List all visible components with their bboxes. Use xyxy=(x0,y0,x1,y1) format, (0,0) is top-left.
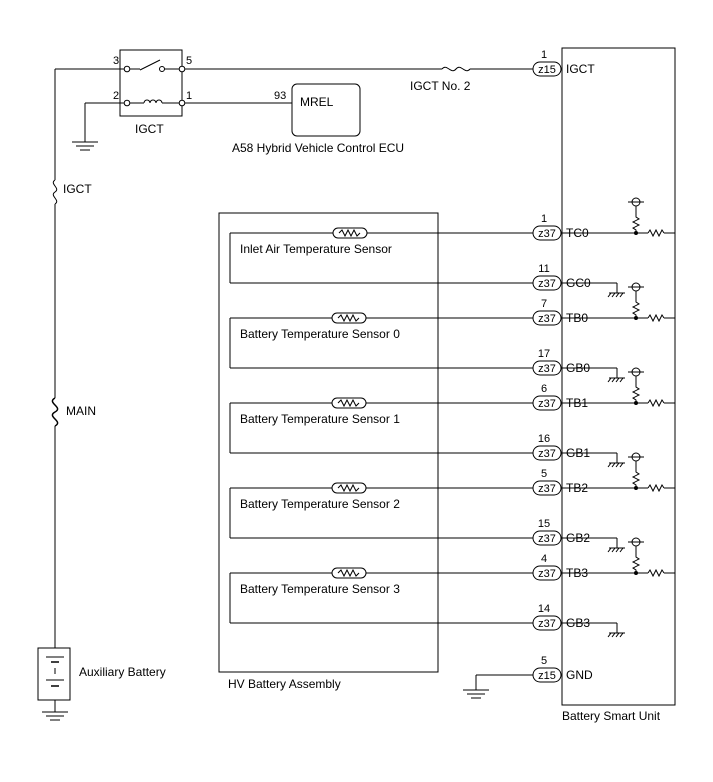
relay-coil xyxy=(143,99,163,104)
pin-number: 5 xyxy=(541,655,547,667)
igct-fuse-icon xyxy=(52,179,58,205)
connector-pill xyxy=(532,61,562,77)
connector-label: z37 xyxy=(538,618,556,630)
relay-terminal xyxy=(178,99,186,107)
relay-switch-contact xyxy=(139,59,161,71)
main-fuse-label: MAIN xyxy=(66,404,96,418)
pin-number: 11 xyxy=(538,263,549,275)
pullup-resistor-icon xyxy=(561,197,675,238)
ecu-pin-number: 93 xyxy=(274,90,286,102)
pin-number: 14 xyxy=(538,603,550,615)
ground-symbol xyxy=(561,622,625,638)
ground-symbol xyxy=(561,537,625,553)
relay-terminal xyxy=(178,65,186,73)
sensor-name-label: Battery Temperature Sensor 2 xyxy=(240,497,400,511)
pin-number: 5 xyxy=(541,468,547,480)
sensor-name-label: Battery Temperature Sensor 0 xyxy=(240,327,400,341)
igct-relay: 3 5 2 1 IGCT xyxy=(113,49,192,136)
relay-pin-5: 5 xyxy=(186,55,192,67)
hv-battery-assembly-label: HV Battery Assembly xyxy=(228,677,341,691)
relay-pin-2: 2 xyxy=(113,90,119,102)
igct-no2-fuse-label: IGCT No. 2 xyxy=(410,79,471,93)
igct-fuse-label: IGCT xyxy=(63,182,92,196)
connector-label: z37 xyxy=(538,483,556,495)
ecu-signal-label: MREL xyxy=(300,95,334,109)
sensor-row: Inlet Air Temperature Sensorz371TC0z3711… xyxy=(229,197,675,298)
sensor-rows: Inlet Air Temperature Sensorz371TC0z3711… xyxy=(229,197,675,638)
sensor-row: Battery Temperature Sensor 2z375TB2z3715… xyxy=(229,452,675,553)
sensor-row: Battery Temperature Sensor 0z377TB0z3717… xyxy=(229,282,675,383)
ecu-box xyxy=(291,83,361,137)
connector-label: z37 xyxy=(538,533,556,545)
pullup-resistor-icon xyxy=(561,452,675,493)
connector-label: z37 xyxy=(538,278,556,290)
igct-no2-fuse-icon xyxy=(441,66,471,72)
pin-number: 6 xyxy=(541,383,547,395)
battery-smart-unit-box xyxy=(561,47,676,706)
pin-number: 1 xyxy=(541,213,547,225)
connector-label: z37 xyxy=(538,228,556,240)
main-fuse-icon xyxy=(51,397,59,427)
auxiliary-battery-label: Auxiliary Battery xyxy=(79,665,166,679)
pin-number: 15 xyxy=(538,518,550,530)
pin-number: 16 xyxy=(538,433,550,445)
ground-symbol xyxy=(561,282,625,298)
terminal-signal: GND xyxy=(566,668,593,682)
sensor-row: Battery Temperature Sensor 3z374TB3z3714… xyxy=(229,537,675,638)
connector-label: z37 xyxy=(538,363,556,375)
connector-label: z37 xyxy=(538,448,556,460)
terminal-signal: IGCT xyxy=(566,62,595,76)
connector-label: z15 xyxy=(538,64,556,76)
pullup-resistor-icon xyxy=(561,367,675,408)
pullup-resistor-icon xyxy=(561,282,675,323)
relay-label: IGCT xyxy=(135,122,164,136)
pin-number: 1 xyxy=(541,49,547,61)
gnd-terminal: z15 5 GND xyxy=(463,655,593,699)
hv-battery-assembly-box xyxy=(218,212,439,673)
relay-terminal xyxy=(123,65,131,73)
battery-smart-unit-label: Battery Smart Unit xyxy=(562,709,661,723)
sensor-row: Battery Temperature Sensor 1z376TB1z3716… xyxy=(229,367,675,468)
igct-terminal: z15 1 IGCT xyxy=(532,49,595,77)
ecu-name-label: A58 Hybrid Vehicle Control ECU xyxy=(232,141,404,155)
auxiliary-battery-symbol xyxy=(37,640,71,721)
pin-number: 4 xyxy=(541,553,547,565)
sensor-name-label: Battery Temperature Sensor 3 xyxy=(240,582,400,596)
pin-number: 7 xyxy=(541,298,547,310)
relay-terminal xyxy=(123,99,131,107)
relay-pin-1: 1 xyxy=(186,90,192,102)
connector-label: z37 xyxy=(538,568,556,580)
relay-box xyxy=(119,49,183,117)
relay-ground-symbol xyxy=(72,141,98,151)
connector-label: z37 xyxy=(538,398,556,410)
connector-label: z15 xyxy=(538,670,556,682)
pin-number: 17 xyxy=(538,348,550,360)
sensor-name-label: Inlet Air Temperature Sensor xyxy=(240,242,392,256)
pullup-resistor-icon xyxy=(561,537,675,578)
ground-symbol xyxy=(561,367,625,383)
connector-label: z37 xyxy=(538,313,556,325)
relay-pin-3: 3 xyxy=(113,55,119,67)
sensor-name-label: Battery Temperature Sensor 1 xyxy=(240,412,400,426)
ground-symbol xyxy=(561,452,625,468)
